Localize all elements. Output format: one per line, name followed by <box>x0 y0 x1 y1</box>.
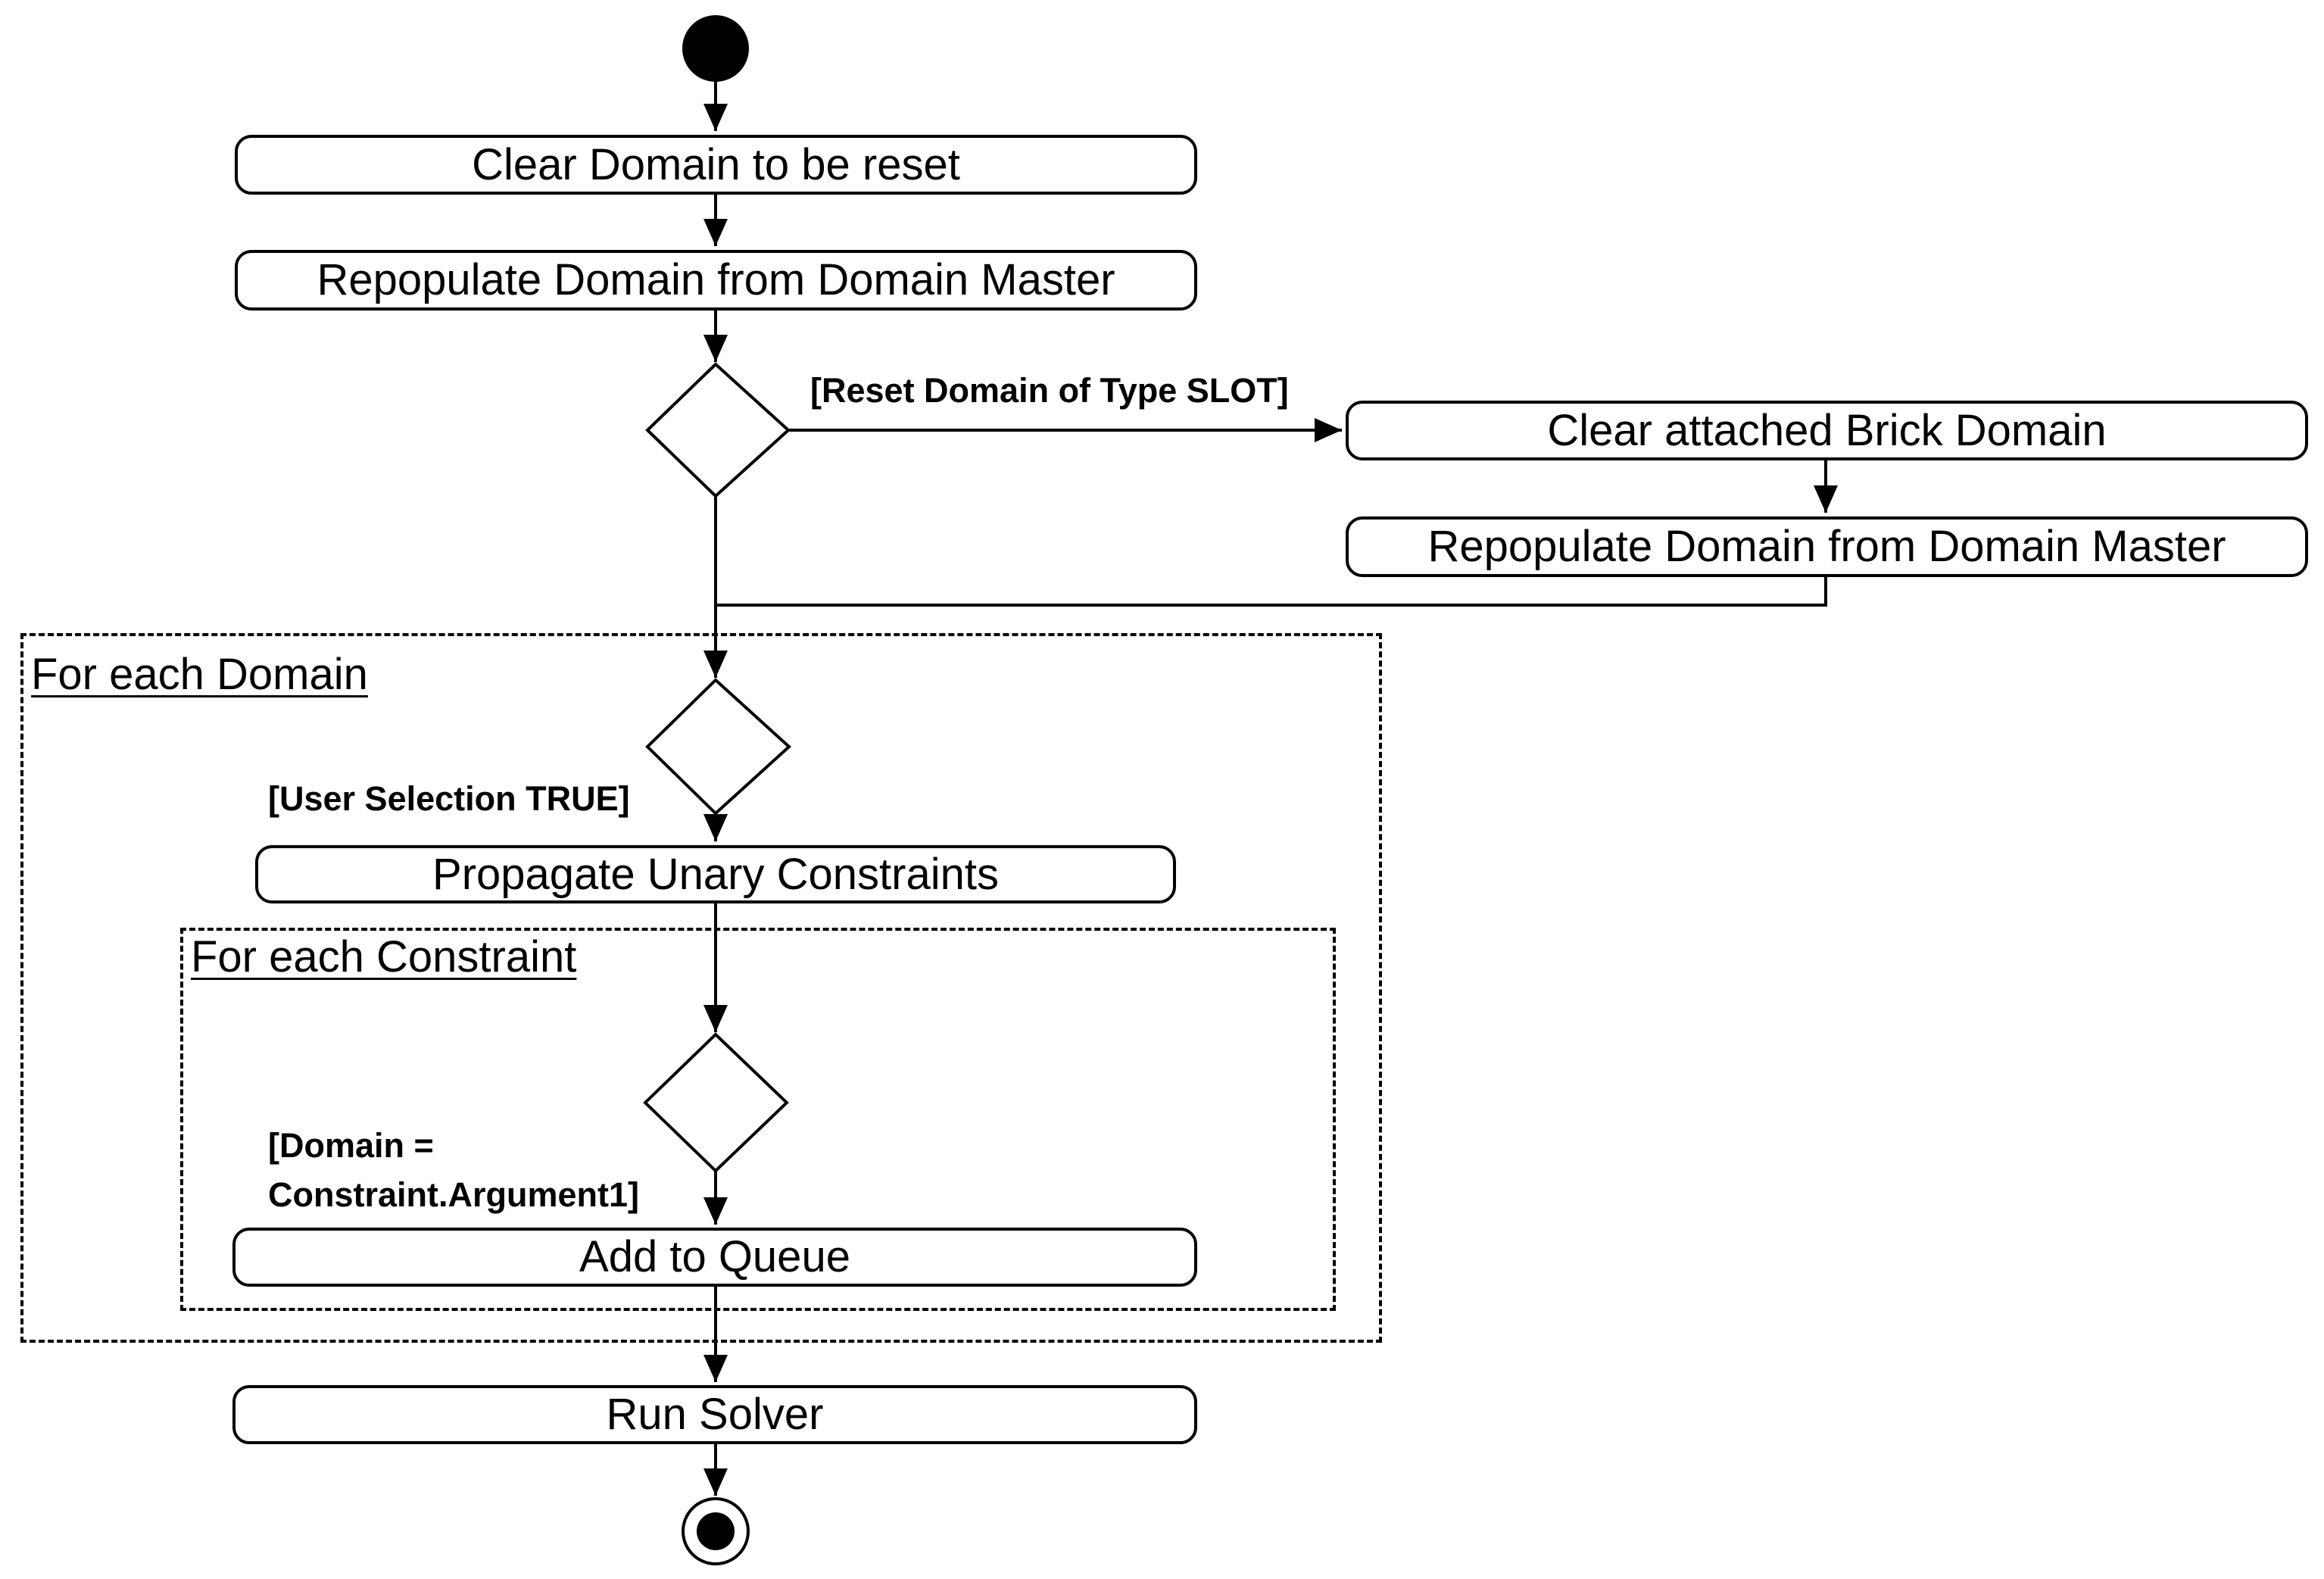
action-run-solver: Run Solver <box>232 1385 1197 1444</box>
final-node-core <box>697 1512 735 1550</box>
region-label-for-each-domain: For each Domain <box>31 650 368 699</box>
guard-user-selection: [User Selection TRUE] <box>268 779 630 818</box>
flow-brick-merge <box>716 577 1827 607</box>
guard-domain-argument-line2: Constraint.Argument1] <box>268 1175 640 1215</box>
decision-node-slot <box>645 362 791 498</box>
action-propagate-unary-constraints: Propagate Unary Constraints <box>255 845 1176 903</box>
region-label-for-each-constraint: For each Constraint <box>191 932 577 981</box>
action-clear-domain: Clear Domain to be reset <box>235 135 1197 195</box>
guard-domain-argument-line1: [Domain = <box>268 1126 434 1165</box>
action-repopulate-domain: Repopulate Domain from Domain Master <box>235 250 1197 310</box>
action-repopulate-brick-domain: Repopulate Domain from Domain Master <box>1346 516 2308 577</box>
guard-domain-argument: [Domain = Constraint.Argument1] <box>268 1121 639 1220</box>
action-add-to-queue: Add to Queue <box>232 1228 1197 1287</box>
region-for-each-constraint <box>180 928 1336 1311</box>
initial-node <box>682 15 749 82</box>
guard-reset-slot: [Reset Domain of Type SLOT] <box>810 371 1289 410</box>
action-clear-brick-domain: Clear attached Brick Domain <box>1346 401 2308 460</box>
region-for-each-domain <box>20 633 1382 1343</box>
